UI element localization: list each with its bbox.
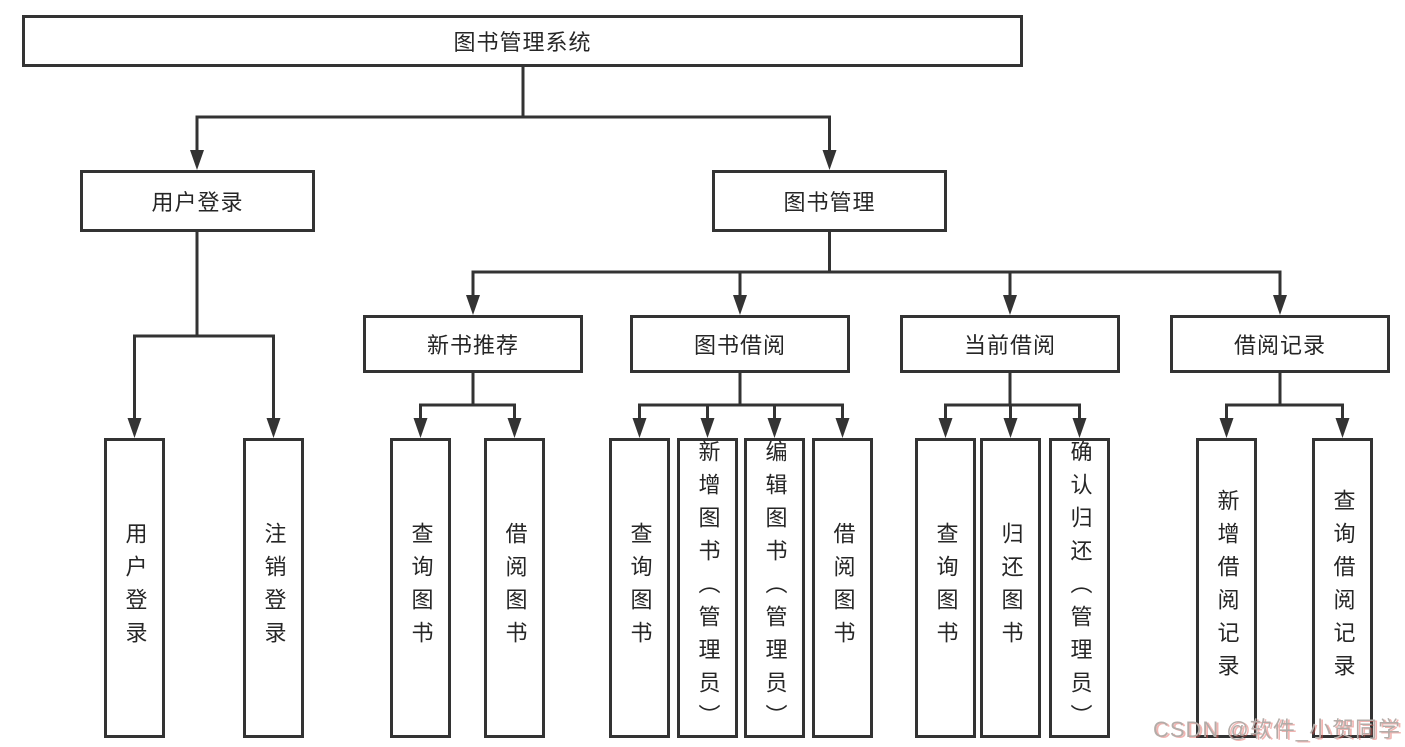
leaf-query-books-borrowing-label: 查询图书 [627,522,653,654]
node-new-book-recommend: 新书推荐 [363,315,583,373]
node-book-management-branch: 图书管理 [712,170,947,232]
arrow-down-icon [700,418,715,438]
node-user-login-branch: 用户登录 [80,170,315,232]
leaf-logout-label: 注销登录 [261,522,287,654]
leaf-query-books-current-label: 查询图书 [933,522,959,654]
arrow-down-icon [1219,418,1234,438]
arrow-down-icon [413,418,428,438]
connector-g3-split [1225,403,1344,420]
leaf-query-borrow-record-label: 查询借阅记录 [1330,489,1356,687]
arrow-down-icon [632,418,647,438]
leaf-borrow-books-recommend: 借阅图书 [484,438,545,738]
leaf-query-books-recommend-label: 查询图书 [408,522,434,654]
leaf-logout: 注销登录 [243,438,304,738]
connector-root-split [195,115,831,152]
arrow-down-icon [767,418,782,438]
leaf-edit-books-admin-label: 编辑图书（管理员） [762,439,788,737]
node-book-borrowing-label: 图书借阅 [693,333,786,358]
arrow-down-icon [822,150,837,170]
node-current-borrowing: 当前借阅 [900,315,1120,373]
arrow-down-icon [835,418,850,438]
leaf-borrow-books-recommend-label: 借阅图书 [502,522,528,654]
leaf-query-books-recommend: 查询图书 [390,438,451,738]
leaf-query-books-current: 查询图书 [915,438,976,738]
arrow-down-icon [1072,418,1087,438]
node-root: 图书管理系统 [22,15,1023,67]
leaf-add-books-admin: 新增图书（管理员） [677,438,738,738]
csdn-watermark: CSDN @软件_小贺同学 [1152,717,1401,742]
node-borrowing-records: 借阅记录 [1170,315,1390,373]
node-borrowing-records-label: 借阅记录 [1233,333,1326,358]
connector-g1-split [638,403,844,420]
arrow-down-icon [733,295,747,315]
leaf-query-books-borrowing: 查询图书 [609,438,670,738]
node-current-borrowing-label: 当前借阅 [963,333,1056,358]
arrow-down-icon [190,150,204,170]
leaf-add-borrow-record-label: 新增借阅记录 [1214,489,1240,687]
node-book-management-branch-label: 图书管理 [783,190,876,215]
arrow-down-icon [1003,418,1018,438]
leaf-add-borrow-record: 新增借阅记录 [1196,438,1257,738]
connector-mgmt-split [471,270,1282,297]
arrow-down-icon [266,418,281,438]
arrow-down-icon [1273,295,1287,315]
arrow-down-icon [1335,418,1350,438]
connector-g0-split [419,403,516,420]
leaf-borrow-books-borrowing-label: 借阅图书 [830,522,856,654]
leaf-return-books-label: 归还图书 [998,522,1024,654]
arrow-down-icon [127,418,142,438]
node-root-label: 图书管理系统 [453,30,592,55]
leaf-borrow-books-borrowing: 借阅图书 [812,438,873,738]
node-new-book-recommend-label: 新书推荐 [426,333,519,358]
arrow-down-icon [938,418,953,438]
leaf-return-books: 归还图书 [980,438,1041,738]
leaf-query-borrow-record: 查询借阅记录 [1312,438,1373,738]
connector-user-split [133,334,275,420]
arrow-down-icon [466,295,480,315]
leaf-confirm-return-admin: 确认归还（管理员） [1049,438,1110,738]
leaf-user-login-label: 用户登录 [122,522,148,654]
node-book-borrowing: 图书借阅 [630,315,850,373]
connector-g2-split [944,403,1081,420]
leaf-add-books-admin-label: 新增图书（管理员） [695,439,721,737]
arrow-down-icon [507,418,522,438]
leaf-edit-books-admin: 编辑图书（管理员） [744,438,805,738]
node-user-login-branch-label: 用户登录 [151,190,244,215]
arrow-down-icon [1003,295,1017,315]
leaf-user-login: 用户登录 [104,438,165,738]
leaf-confirm-return-admin-label: 确认归还（管理员） [1067,439,1093,737]
